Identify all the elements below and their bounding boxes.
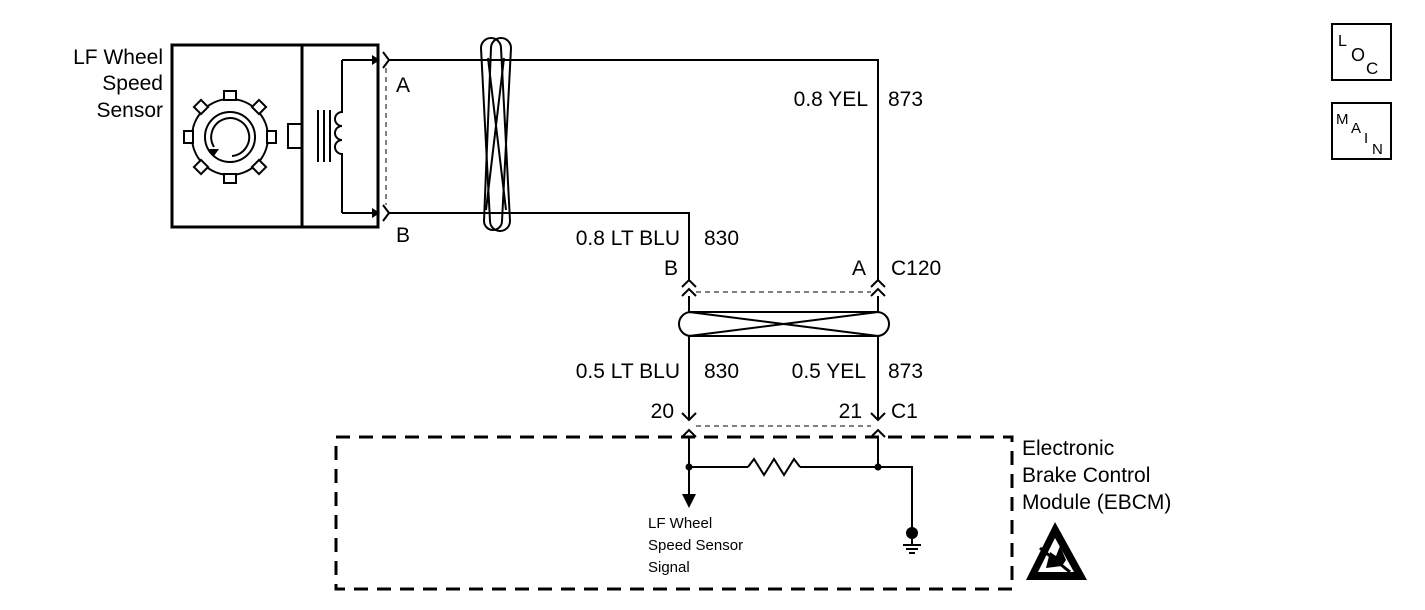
sensor-terminal-a: A <box>396 74 410 97</box>
main-button[interactable]: M A I N <box>1331 102 1392 160</box>
connector-c120 <box>681 278 886 297</box>
tone-wheel-icon <box>183 90 277 184</box>
twisted-pair-icon <box>678 311 890 337</box>
main-char-1: M <box>1336 111 1349 128</box>
c1-pin-21: 21 <box>839 400 862 423</box>
loc-char-2: O <box>1351 45 1365 65</box>
wire-873-lower-color: 0.5 YEL <box>792 360 866 383</box>
signal-arrow-icon <box>682 494 696 508</box>
wire-873-lower-circuit: 873 <box>888 360 923 383</box>
c120-name: C120 <box>891 257 941 280</box>
c120-pin-b: B <box>664 257 678 280</box>
wire-830-lower-circuit: 830 <box>704 360 739 383</box>
sensor-label-line1: LF Wheel <box>73 46 163 69</box>
main-char-3: I <box>1364 130 1368 147</box>
ebcm-label-line2: Brake Control <box>1022 464 1150 487</box>
connector-c1 <box>681 412 886 438</box>
ground-icon <box>903 527 921 554</box>
loc-char-3: C <box>1366 59 1378 78</box>
esd-icon <box>1026 522 1087 580</box>
resistor-icon <box>747 457 801 477</box>
ebcm-module: LF Wheel Speed Sensor Signal Electronic … <box>334 435 1171 591</box>
wire-873-upper-color: 0.8 YEL <box>794 88 868 111</box>
wire-873-upper <box>389 59 879 280</box>
pickup-tip <box>287 123 303 149</box>
loc-button[interactable]: L O C <box>1331 23 1392 81</box>
main-char-2: A <box>1351 120 1361 137</box>
signal-label-line2: Speed Sensor <box>648 537 743 554</box>
c1-name: C1 <box>891 400 918 423</box>
c1-pin-20: 20 <box>651 400 674 423</box>
wire-830-lower-color: 0.5 LT BLU <box>576 360 680 383</box>
signal-label-line3: Signal <box>648 559 690 576</box>
sensor-connector <box>382 51 391 222</box>
wheel-speed-sensor: LF Wheel Speed Sensor <box>73 43 410 247</box>
sensor-label-line3: Sensor <box>96 99 163 122</box>
twisted-pair-icon <box>479 37 513 232</box>
sensor-label-line2: Speed <box>102 72 163 95</box>
loc-char-1: L <box>1338 33 1347 50</box>
wire-830-upper-circuit: 830 <box>704 227 739 250</box>
c120-pin-a: A <box>852 257 866 280</box>
ebcm-label-line3: Module (EBCM) <box>1022 491 1171 514</box>
wire-830-upper-color: 0.8 LT BLU <box>576 227 680 250</box>
signal-label-line1: LF Wheel <box>648 515 712 532</box>
wire-873-upper-circuit: 873 <box>888 88 923 111</box>
sensor-terminal-b: B <box>396 224 410 247</box>
ebcm-label-line1: Electronic <box>1022 437 1114 460</box>
main-char-4: N <box>1372 141 1383 158</box>
sensor-housing <box>170 43 380 229</box>
coil-icon <box>317 55 380 218</box>
